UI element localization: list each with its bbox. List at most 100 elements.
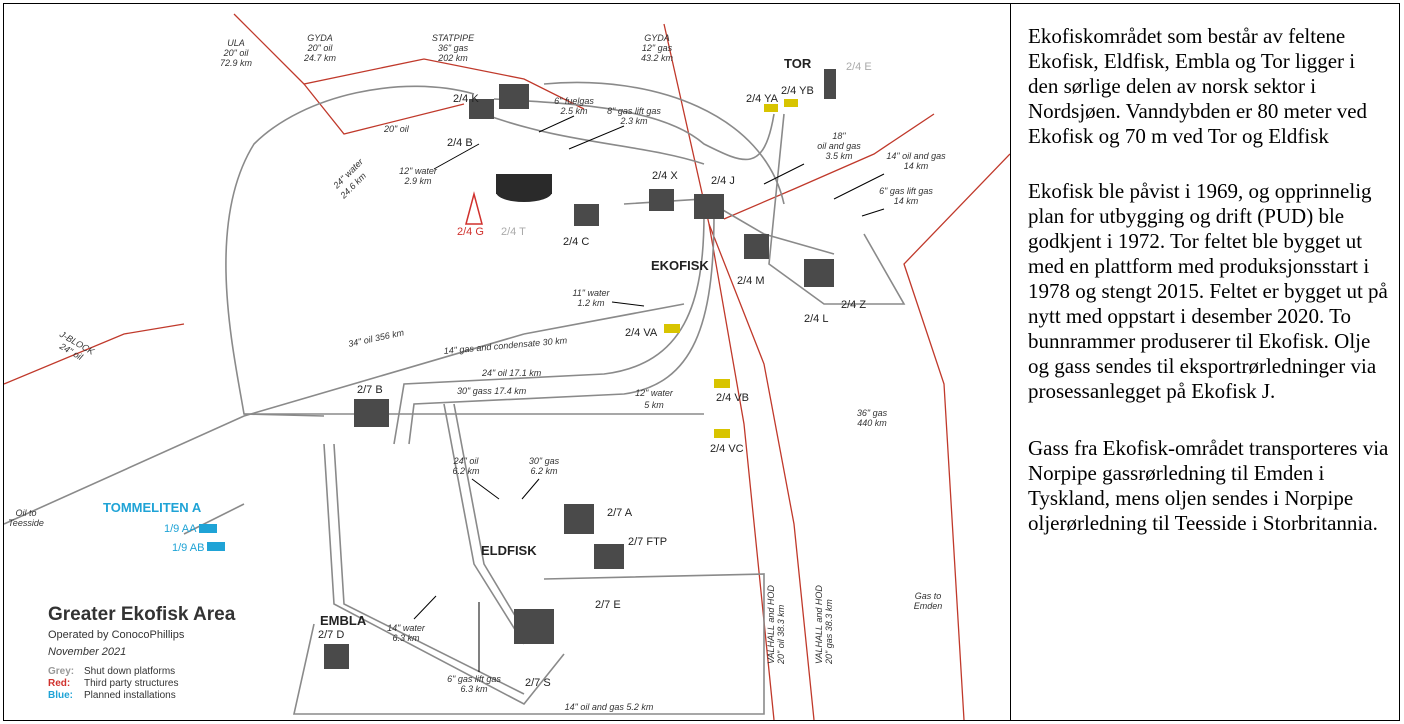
platform-icon xyxy=(744,234,769,259)
pipe-label: 20" oil 38.3 km xyxy=(776,604,786,665)
platform-label: 2/7 B xyxy=(357,384,383,396)
pipe-grey xyxy=(768,113,906,305)
pipe-red xyxy=(903,153,1010,720)
pipe-label: 14" water xyxy=(387,623,426,633)
pipe-label: 6.2 km xyxy=(530,466,558,476)
subsea-icon xyxy=(714,429,730,438)
platform-icon xyxy=(824,69,836,99)
field-label-tommeliten: TOMMELITEN A xyxy=(103,500,202,515)
platform-icon xyxy=(499,84,529,109)
pipe-label: 43.2 km xyxy=(641,53,674,63)
pipe-label: 14" oil and gas xyxy=(886,151,946,161)
map-drawing: ULA 20" oil 72.9 km GYDA 20" oil 24.7 km… xyxy=(4,13,1010,720)
pipe-grey xyxy=(293,573,765,715)
pipe-red xyxy=(723,113,935,220)
pipe-label: 6" gas lift gas xyxy=(879,186,933,196)
pipe-red xyxy=(4,323,185,385)
platform-label: 2/4 J xyxy=(711,175,735,187)
platform-icon xyxy=(594,544,624,569)
pipe-red xyxy=(303,83,465,135)
pipe-label: 6.3 km xyxy=(392,633,420,643)
pipe-label: 14 km xyxy=(894,196,919,206)
legend-blue: Blue:Planned installations xyxy=(48,690,176,701)
pipe-label: 18" xyxy=(832,131,846,141)
paragraph-1: Ekofiskområdet som består av feltene Eko… xyxy=(1028,24,1368,148)
pointer-arrow xyxy=(611,301,645,307)
platform-label: 2/4 M xyxy=(737,275,765,287)
pipe-label: 2.3 km xyxy=(619,116,648,126)
pipe-label: GYDA xyxy=(644,33,670,43)
pointer-arrow xyxy=(538,115,575,133)
pipe-grey xyxy=(523,303,685,335)
platform-icons xyxy=(324,69,836,669)
subsea-icon xyxy=(664,324,680,333)
pointer-arrow xyxy=(833,173,885,200)
pointer-arrow xyxy=(861,208,885,217)
storage-tank-icon xyxy=(496,174,552,194)
pipe-label: 14" oil and gas 5.2 km xyxy=(565,702,654,712)
platform-label: 2/7 S xyxy=(525,677,551,689)
pipe-label: 30" gas xyxy=(529,456,560,466)
legend-blue-key: Blue: xyxy=(48,690,73,701)
legend-operator: Operated by ConocoPhillips xyxy=(48,629,185,641)
pipe-label: 6" fuelgas xyxy=(554,96,594,106)
pipe-label: STATPIPE xyxy=(432,33,475,43)
field-label-embla: EMBLA xyxy=(320,613,367,628)
legend-grey-key: Grey: xyxy=(48,666,75,677)
pipe-label: 20" oil xyxy=(383,124,410,134)
platform-label: 2/4 E xyxy=(846,61,872,73)
platform-label: 1/9 AA xyxy=(164,523,197,535)
pipe-grey xyxy=(323,443,565,706)
pipe-label: 11" water xyxy=(572,288,610,298)
platform-icon xyxy=(514,609,554,644)
platform-icon xyxy=(564,504,594,534)
pointer-arrow xyxy=(521,478,540,500)
legend-red-key: Red: xyxy=(48,678,71,689)
platform-icon xyxy=(694,194,724,219)
platform-label: 2/4 B xyxy=(447,137,473,149)
legend-title: Greater Ekofisk Area xyxy=(48,604,236,625)
platform-label: 2/4 K xyxy=(453,93,479,105)
platform-label: 2/4 Z xyxy=(841,299,866,311)
platform-label: 2/7 FTP xyxy=(628,536,667,548)
platform-label: 2/4 VB xyxy=(716,392,749,404)
pipe-label: 20" oil xyxy=(223,48,250,58)
pipe-label: ULA xyxy=(227,38,245,48)
pointer-arrow xyxy=(413,595,437,620)
pipe-label: 2.5 km xyxy=(559,106,588,116)
pipe-label: 440 km xyxy=(857,418,887,428)
pipe-grey xyxy=(333,443,525,695)
pipe-grey xyxy=(4,333,525,525)
subsea-icon xyxy=(199,524,217,533)
pipe-label: 24" oil xyxy=(453,456,480,466)
pipe-grey xyxy=(408,213,715,445)
field-label-eldfisk: ELDFISK xyxy=(481,543,537,558)
pipe-label: 1.2 km xyxy=(577,298,605,308)
field-label-ekofisk: EKOFISK xyxy=(651,258,709,273)
pipe-red xyxy=(663,23,815,720)
platform-label: 2/4 YB xyxy=(781,85,814,97)
pipe-label: oil and gas xyxy=(817,141,861,151)
pipe-grey xyxy=(483,113,705,165)
pipe-label: 6" gas lift gas xyxy=(447,674,501,684)
pipe-label: 30" gass 17.4 km xyxy=(457,386,527,396)
platform-icon xyxy=(354,399,389,427)
pointer-arrow xyxy=(433,143,480,170)
pipe-label: 36" gas xyxy=(438,43,469,53)
pipe-label: 12" gas xyxy=(642,43,673,53)
pointer-arrows xyxy=(413,115,885,672)
pipe-label: Emden xyxy=(914,601,943,611)
subsea-icon xyxy=(714,379,730,388)
pointer-arrow xyxy=(568,125,625,150)
pipe-label: 3.5 km xyxy=(825,151,853,161)
pipe-label: 72.9 km xyxy=(220,58,253,68)
pipe-label: 5 km xyxy=(644,400,664,410)
platform-icon xyxy=(804,259,834,287)
planned-subsea-icons xyxy=(199,524,225,551)
pipe-label: 20" gas 38.3 km xyxy=(824,599,834,665)
pipe-label: 34" oil 356 km xyxy=(347,327,405,349)
platform-label: 2/4 VC xyxy=(710,443,744,455)
platform-label: 2/7 A xyxy=(607,507,633,519)
legend-red: Red:Third party structures xyxy=(48,678,178,689)
pipe-label: 20" oil xyxy=(307,43,334,53)
